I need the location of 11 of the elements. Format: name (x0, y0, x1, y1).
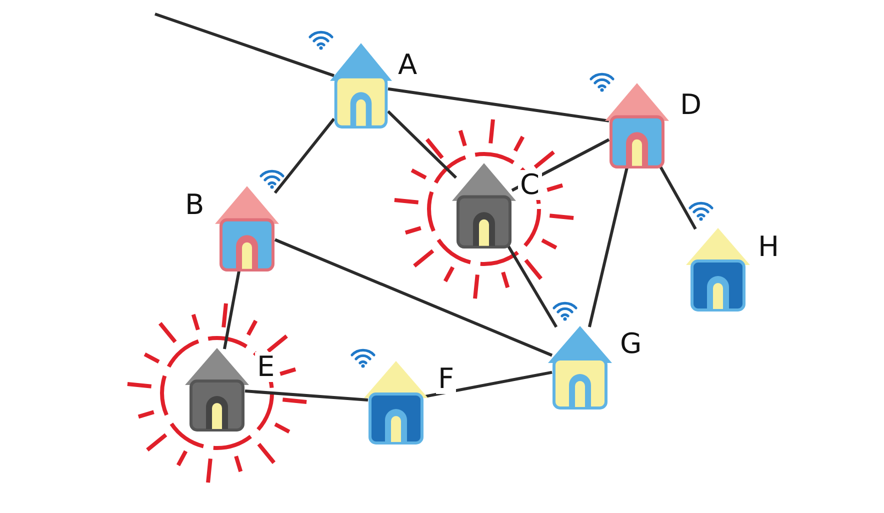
connection-line (507, 245, 558, 328)
connection-line (274, 238, 553, 357)
connection-line (388, 87, 610, 122)
connection-line (222, 268, 241, 350)
connection-line (658, 165, 697, 230)
connection-line (386, 110, 458, 179)
connection-line (274, 118, 336, 194)
connection-line (154, 12, 334, 78)
connection-line (424, 370, 552, 398)
connection-line (244, 390, 368, 402)
node-label: C (518, 170, 542, 200)
